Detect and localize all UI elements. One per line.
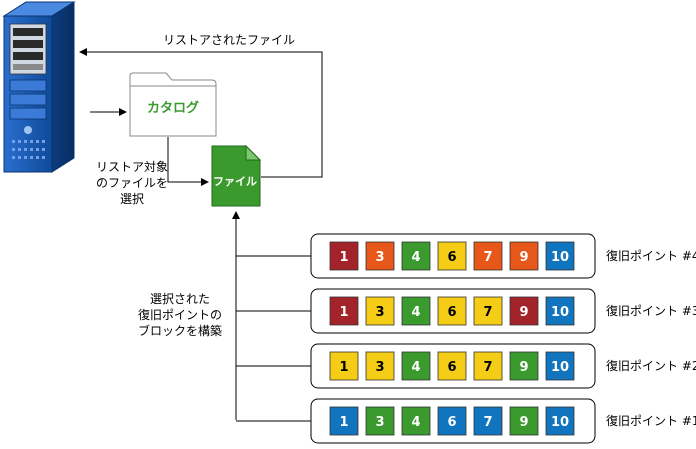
recovery-points: 1 3 4 6 7 9 10 復旧ポイント #4 1 3 4 6 7 9 10 復旧ポイント #3 1 3 4 6 7 9…	[310, 233, 696, 444]
recovery-point-row: 1 3 4 6 7 9 10 復旧ポイント #2	[310, 343, 696, 389]
block-3	[365, 296, 395, 326]
block-7	[473, 351, 503, 381]
recovery-point-label: 復旧ポイント #1	[606, 413, 696, 428]
block-6	[437, 406, 467, 436]
block-7	[473, 406, 503, 436]
select-files-label-2: のファイルを	[96, 176, 168, 190]
block-number: 10	[551, 360, 569, 375]
block-number: 9	[519, 250, 528, 265]
file-icon	[211, 144, 262, 207]
block-4	[401, 241, 431, 271]
block-4	[401, 406, 431, 436]
recovery-point-row: 1 3 4 6 7 9 10 復旧ポイント #3	[310, 288, 696, 334]
block-3	[365, 406, 395, 436]
block-number: 10	[551, 415, 569, 430]
block-number: 9	[519, 305, 528, 320]
block-6	[437, 241, 467, 271]
block-number: 6	[447, 250, 456, 265]
block-number: 1	[339, 250, 348, 265]
block-1	[329, 296, 359, 326]
block-number: 7	[483, 415, 492, 430]
block-number: 10	[551, 250, 569, 265]
recovery-point-label: 復旧ポイント #3	[606, 303, 696, 318]
block-number: 1	[339, 415, 348, 430]
build-blocks-label-2: 復旧ポイントの	[138, 307, 222, 322]
block-number: 3	[375, 250, 384, 265]
block-9	[509, 351, 539, 381]
block-4	[401, 296, 431, 326]
block-7	[473, 296, 503, 326]
block-number: 4	[411, 250, 420, 265]
block-number: 3	[375, 360, 384, 375]
block-number: 7	[483, 305, 492, 320]
block-1	[329, 406, 359, 436]
build-blocks-label-3: ブロックを構築	[138, 323, 222, 338]
block-1	[329, 241, 359, 271]
block-6	[437, 296, 467, 326]
block-9	[509, 406, 539, 436]
block-number: 3	[375, 305, 384, 320]
block-number: 7	[483, 250, 492, 265]
file-label: ファイル	[213, 175, 257, 188]
block-number: 6	[447, 305, 456, 320]
block-4	[401, 351, 431, 381]
block-number: 3	[375, 415, 384, 430]
block-number: 6	[447, 415, 456, 430]
catalog-label: カタログ	[147, 100, 199, 116]
block-6	[437, 351, 467, 381]
block-number: 4	[411, 360, 420, 375]
block-number: 1	[339, 360, 348, 375]
block-number: 4	[411, 305, 420, 320]
server-icon	[2, 1, 76, 173]
block-9	[509, 296, 539, 326]
block-number: 1	[339, 305, 348, 320]
restored-file-arrow	[79, 48, 323, 178]
block-number: 9	[519, 415, 528, 430]
block-number: 7	[483, 360, 492, 375]
recovery-point-label: 復旧ポイント #2	[606, 358, 696, 373]
block-3	[365, 241, 395, 271]
recovery-point-label: 復旧ポイント #4	[606, 248, 696, 263]
recovery-point-row: 1 3 4 6 7 9 10 復旧ポイント #1	[310, 398, 696, 444]
catalog-folder-icon	[129, 72, 217, 137]
block-number: 6	[447, 360, 456, 375]
block-number: 10	[551, 305, 569, 320]
block-10	[545, 351, 575, 381]
select-files-label-3: 選択	[120, 192, 144, 206]
block-number: 4	[411, 415, 420, 430]
select-files-label-1: リストア対象	[96, 160, 168, 174]
block-7	[473, 241, 503, 271]
build-blocks-label-1: 選択された	[150, 292, 210, 306]
recovery-point-row: 1 3 4 6 7 9 10 復旧ポイント #4	[310, 233, 696, 279]
block-10	[545, 241, 575, 271]
block-10	[545, 406, 575, 436]
block-10	[545, 296, 575, 326]
catalog-to-file-arrow	[167, 137, 209, 186]
block-3	[365, 351, 395, 381]
restored-file-label: リストアされたファイル	[163, 33, 295, 47]
block-1	[329, 351, 359, 381]
block-9	[509, 241, 539, 271]
block-number: 9	[519, 360, 528, 375]
